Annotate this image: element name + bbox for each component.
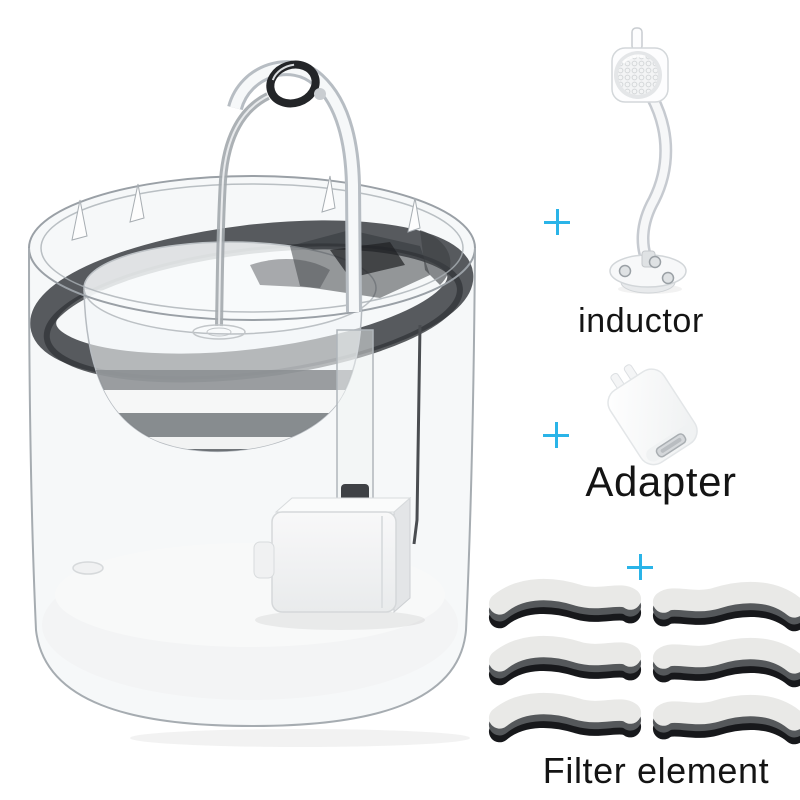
base-screws — [618, 255, 675, 285]
support-tube — [336, 329, 374, 509]
pump — [253, 496, 425, 630]
water-stream — [192, 92, 270, 340]
filter-piece — [650, 573, 800, 635]
inductor-base — [609, 250, 687, 294]
filter-piece — [650, 686, 800, 748]
adapter-illustration — [607, 364, 698, 466]
sensor-rod — [412, 324, 422, 545]
plus-icon: + — [544, 209, 570, 235]
tank-wall — [28, 247, 476, 728]
sensor-lens — [618, 55, 658, 95]
plus-icon: + — [627, 554, 653, 580]
plus-icon: + — [543, 422, 569, 448]
suction-cup — [72, 561, 104, 575]
filter-piece — [486, 684, 644, 746]
filter-piece — [486, 627, 644, 689]
adapter-label: Adapter — [585, 458, 737, 505]
water-fountain-illustration — [28, 60, 476, 747]
filter-element-label: Filter element — [542, 750, 770, 791]
filter-piece — [486, 570, 644, 632]
sensor-head — [611, 27, 669, 103]
inductor-label: inductor — [578, 302, 704, 340]
faucet-ring — [266, 60, 320, 108]
filter-piece — [650, 629, 800, 691]
gooseneck-arm — [636, 93, 673, 266]
inductor-illustration — [609, 27, 687, 294]
rim-tabs — [71, 175, 421, 241]
